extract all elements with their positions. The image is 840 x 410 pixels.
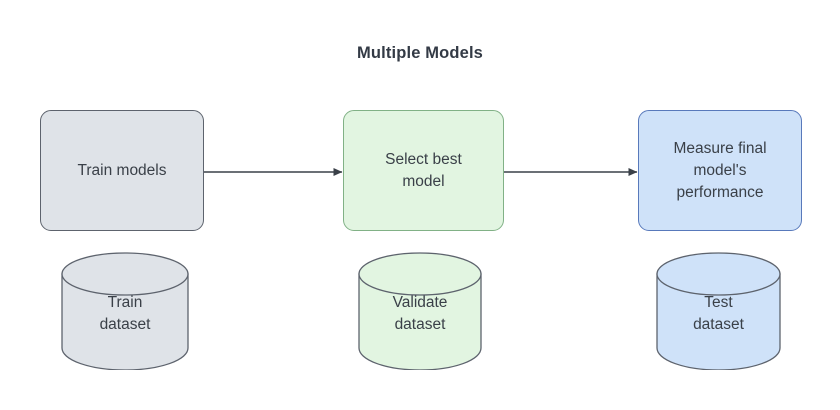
- cylinder-shape: [358, 252, 482, 370]
- datastore-validate-dataset[interactable]: Validate dataset: [358, 252, 482, 370]
- datastore-label: Validate dataset: [392, 294, 448, 333]
- diagram-title: Multiple Models: [357, 44, 483, 62]
- process-box-measure-final-models-performance[interactable]: Measure final model's performance: [638, 110, 802, 231]
- process-box-select-best-model[interactable]: Select best model: [343, 110, 504, 231]
- process-box-label: Train models: [77, 161, 167, 179]
- cylinder-shape: [61, 252, 189, 370]
- process-box-label: Select best model: [385, 150, 462, 190]
- datastore-label: Test dataset: [693, 294, 744, 333]
- datastore-train-dataset[interactable]: Train dataset: [61, 252, 189, 370]
- process-box-label: Measure final model's performance: [673, 139, 767, 201]
- datastore-test-dataset[interactable]: Test dataset: [656, 252, 781, 370]
- process-box-train-models[interactable]: Train models: [40, 110, 204, 231]
- cylinder-shape: [656, 252, 781, 370]
- datastore-label: Train dataset: [99, 294, 151, 333]
